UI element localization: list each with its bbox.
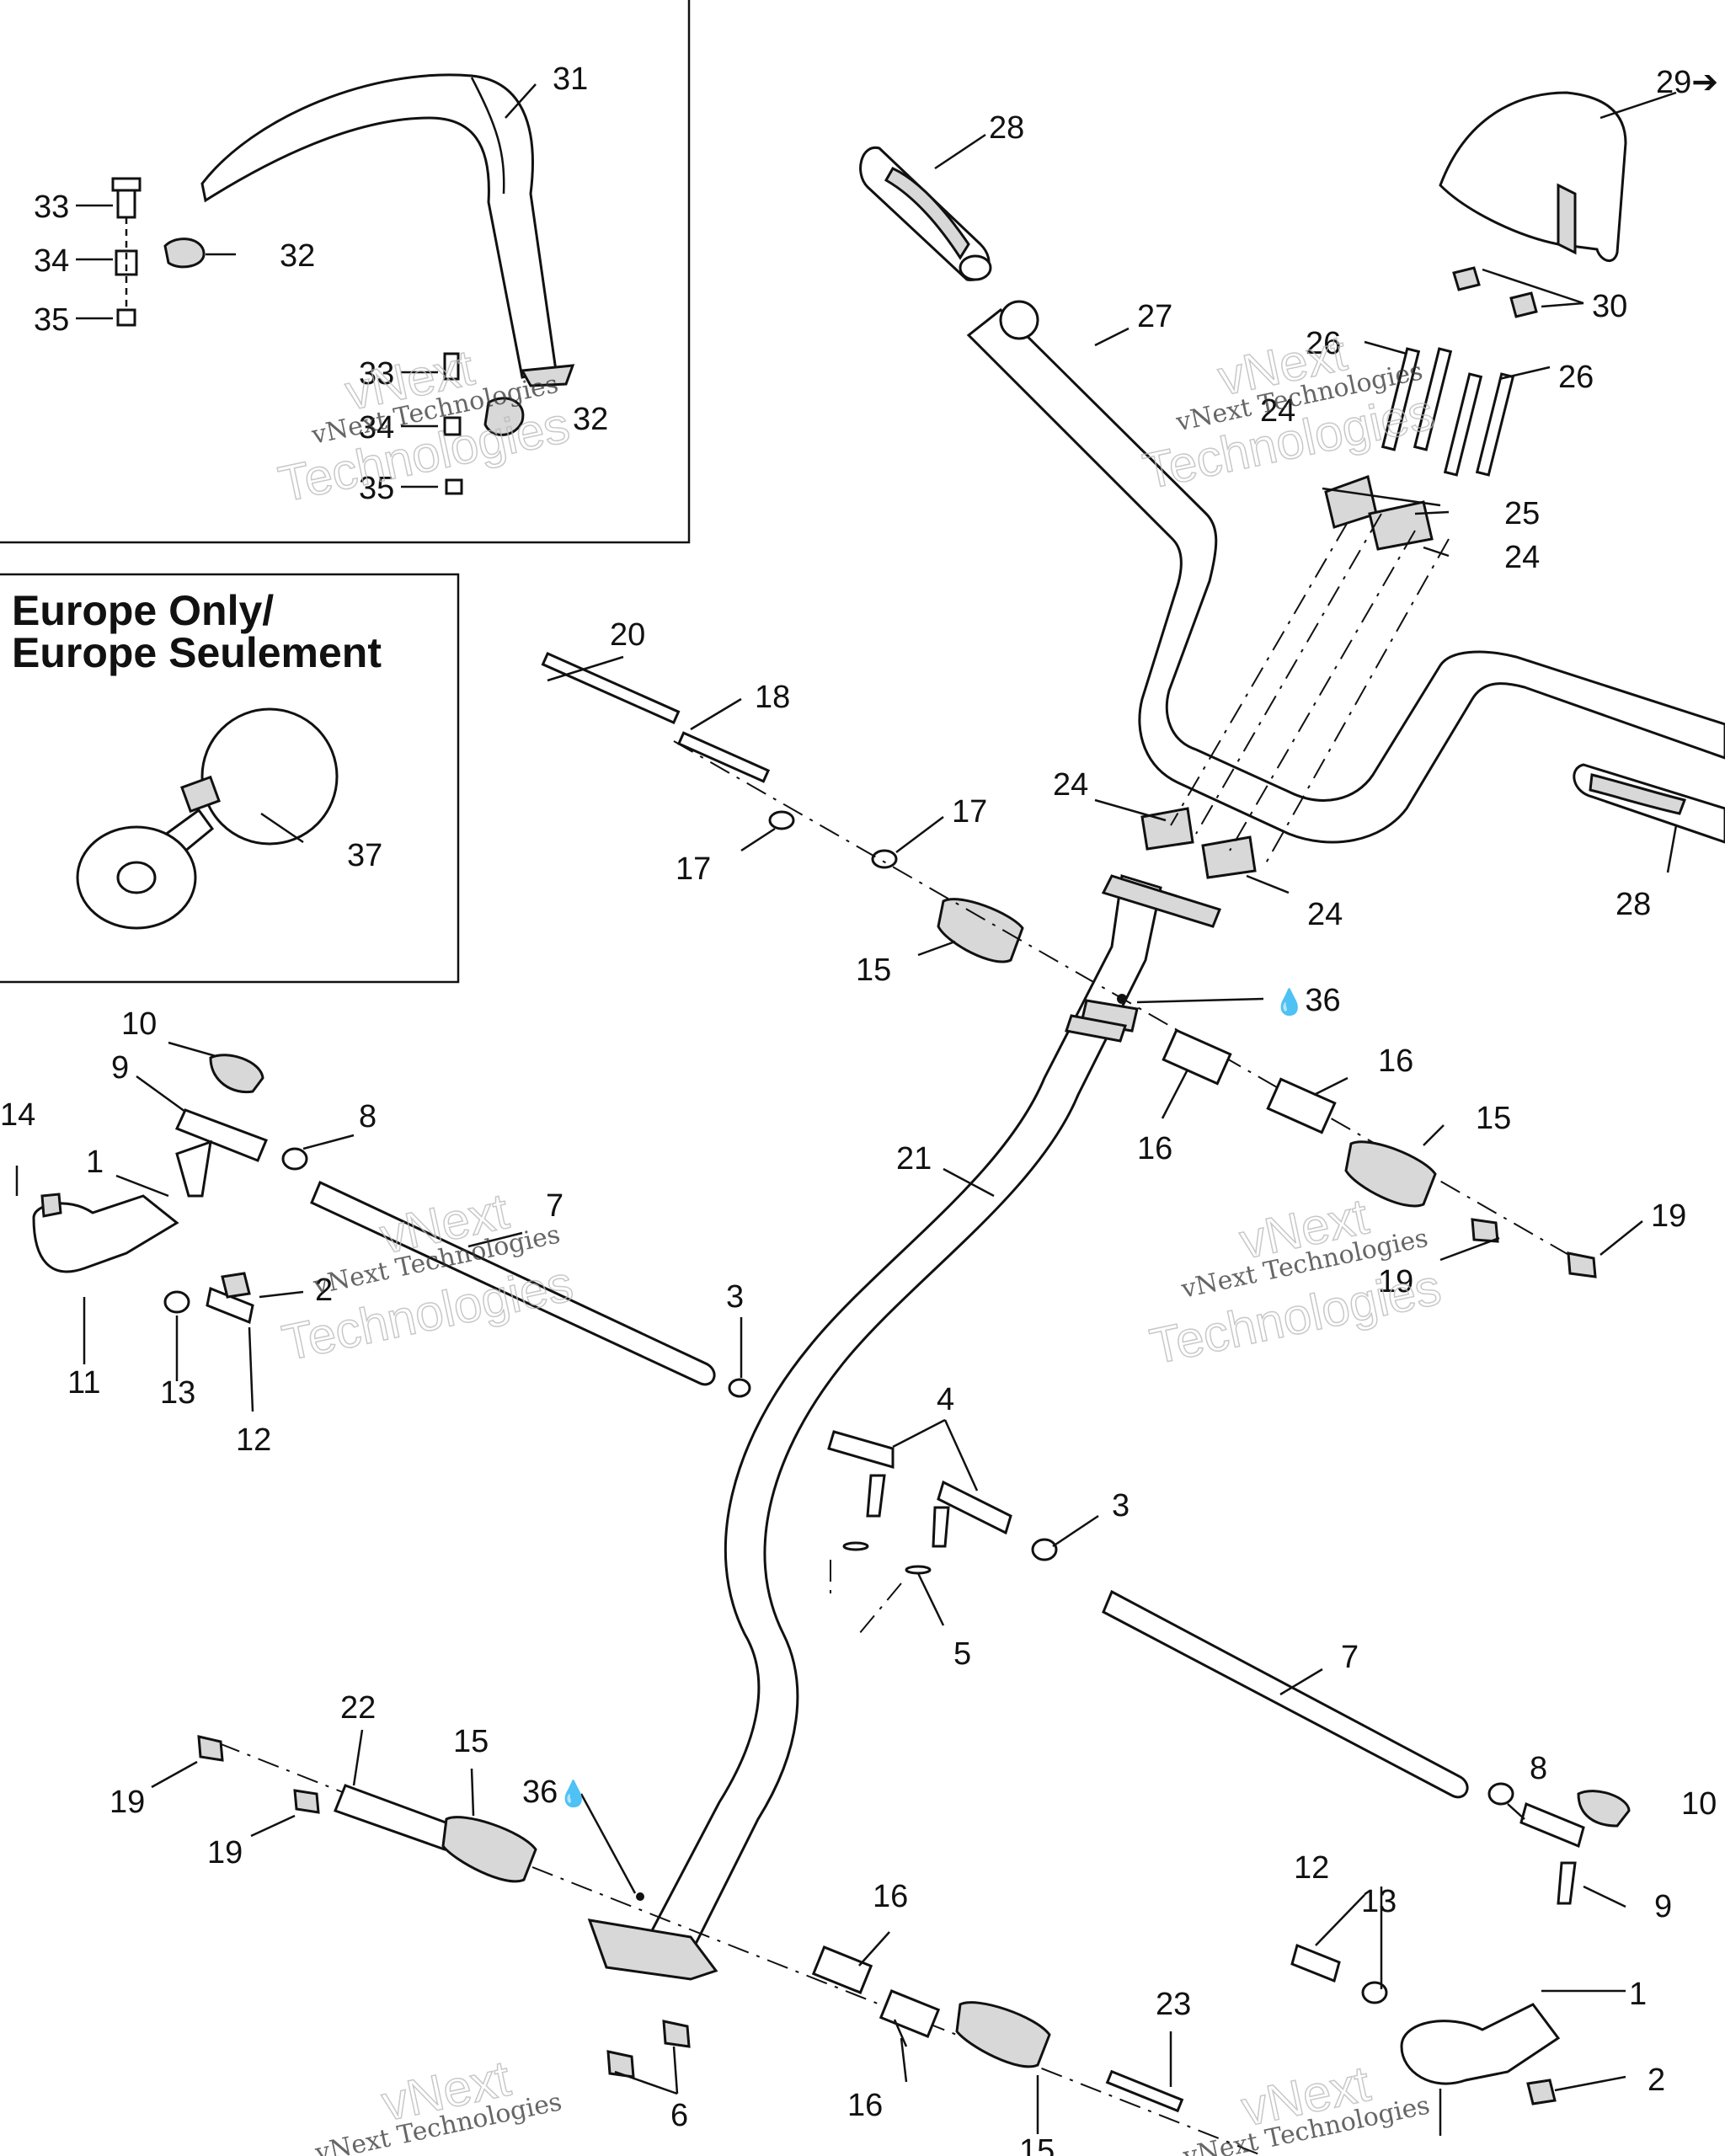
inset-box-top-left — [0, 0, 691, 544]
watermark-2: vNext vNext Technologies Technologies — [1138, 323, 1439, 500]
callout-16-c: 16 — [873, 1879, 908, 1914]
callout-19-d: 19 — [207, 1835, 243, 1870]
arrow-right-icon: ➔ — [1691, 65, 1718, 100]
watermark-6: vNext vNext Technologies — [1180, 2054, 1433, 2156]
callout-28: 28 — [989, 110, 1024, 146]
callout-10-a: 10 — [121, 1006, 157, 1042]
callout-33: 33 — [34, 189, 69, 225]
watermark-4: vNext vNext Technologies Technologies — [1145, 1187, 1446, 1375]
callout-2-a: 2 — [315, 1273, 333, 1308]
callout-20: 20 — [610, 617, 645, 653]
callout-15-a: 15 — [856, 953, 891, 988]
callout-21: 21 — [896, 1141, 932, 1177]
callout-12-b: 12 — [1294, 1850, 1329, 1886]
callout-19-a: 19 — [1651, 1198, 1686, 1234]
callout-32: 32 — [280, 238, 315, 274]
part-26-bolts — [1381, 347, 1515, 477]
callout-36-b: 36💧 — [522, 1774, 590, 1810]
callout-26-b: 26 — [1558, 360, 1594, 395]
handlebar-riser-dashed — [1170, 513, 1450, 868]
callout-2-b: 2 — [1648, 2063, 1665, 2098]
callout-19-b: 19 — [1378, 1264, 1413, 1299]
callout-8-a: 8 — [359, 1099, 377, 1134]
callout-7-a: 7 — [546, 1188, 563, 1224]
callout-5: 5 — [953, 1636, 971, 1672]
callout-24-a: 24 — [1260, 393, 1295, 429]
callout-32-b: 32 — [573, 402, 608, 437]
pitman-arms-4-5 — [827, 1430, 1012, 1635]
callout-24-c: 24 — [1053, 767, 1088, 803]
part-30-nuts — [1452, 266, 1538, 318]
callout-34: 34 — [34, 243, 69, 279]
callout-12-a: 12 — [236, 1422, 271, 1458]
callout-15-b: 15 — [1476, 1101, 1511, 1136]
part-21-steering-column — [587, 874, 1221, 1981]
watermark-5: vNext vNext Technologies — [312, 2049, 564, 2156]
callout-24-b: 24 — [1504, 540, 1540, 575]
callout-9-b: 9 — [1654, 1889, 1672, 1924]
part-24-clamps-lower — [1140, 807, 1257, 879]
callout-17-a: 17 — [952, 794, 987, 830]
callout-31: 31 — [553, 61, 588, 97]
inset-box-europe: Europe Only/ Europe Seulement — [0, 573, 460, 984]
callout-25: 25 — [1504, 496, 1540, 531]
callout-16-d: 16 — [847, 2088, 883, 2123]
callout-16-a: 16 — [1378, 1043, 1413, 1079]
callout-36-a: 💧36 — [1274, 983, 1341, 1018]
callout-35-b: 35 — [359, 471, 394, 506]
callout-30: 30 — [1592, 289, 1627, 324]
callout-34-b: 34 — [359, 410, 394, 446]
box-title-line-2: Europe Seulement — [12, 629, 382, 676]
callout-17-b: 17 — [676, 851, 711, 887]
callout-11: 11 — [67, 1365, 100, 1401]
callout-27: 27 — [1137, 299, 1172, 334]
callout-1-a: 1 — [86, 1145, 104, 1180]
callout-labels: 31 33 34 35 32 33 34 35 32 28 29➔ 30 27 … — [0, 61, 1718, 2156]
part-29-cover — [1439, 91, 1627, 262]
callout-23: 23 — [1156, 1987, 1191, 2022]
callout-18: 18 — [755, 680, 790, 715]
callout-6: 6 — [670, 2098, 688, 2133]
tie-rod-left — [32, 1054, 751, 1398]
callout-4: 4 — [937, 1382, 954, 1417]
callout-35: 35 — [34, 302, 69, 338]
part-28-grip-left — [859, 146, 992, 281]
callout-26-a: 26 — [1306, 326, 1341, 361]
part-28-grip-right — [1573, 763, 1725, 844]
part-27-handlebar — [966, 300, 1725, 844]
callout-10-b: 10 — [1681, 1786, 1717, 1822]
leader-lines — [15, 83, 1678, 2136]
watermark-3: vNext vNext Technologies Technologies — [277, 1182, 579, 1372]
bolt-stack-33-34-35-b — [443, 352, 525, 495]
callout-13-a: 13 — [160, 1375, 195, 1411]
box-title-line-1: Europe Only/ — [12, 587, 274, 634]
oil-drop-icon: 💧 — [558, 1779, 589, 1808]
tie-rod-right — [1031, 1538, 1631, 2105]
callout-14: 14 — [0, 1097, 35, 1133]
part-24-25-clamps-top — [1322, 475, 1441, 551]
callout-1-b: 1 — [1629, 1977, 1647, 2012]
callout-33-b: 33 — [359, 356, 394, 392]
callout-16-b: 16 — [1137, 1131, 1172, 1166]
oil-drop-icon: 💧 — [1274, 987, 1305, 1017]
lower-tie-rod-assembly — [197, 1735, 1264, 2156]
callout-3-b: 3 — [1112, 1488, 1130, 1524]
part-37-horn — [76, 707, 339, 930]
callout-37: 37 — [347, 838, 382, 873]
callout-22: 22 — [340, 1690, 376, 1726]
callout-28-b: 28 — [1616, 887, 1651, 922]
callout-13-b: 13 — [1361, 1884, 1397, 1919]
callout-19-c: 19 — [109, 1785, 145, 1820]
callout-8-b: 8 — [1530, 1751, 1547, 1786]
callout-9-a: 9 — [111, 1050, 129, 1086]
callout-15-d: 15 — [1019, 2133, 1055, 2156]
callout-24-d: 24 — [1307, 897, 1343, 932]
bolt-stack-33-34-35 — [111, 177, 206, 327]
callout-3-a: 3 — [726, 1279, 744, 1315]
part-31-hand-guard — [200, 73, 575, 387]
callout-7-b: 7 — [1341, 1640, 1359, 1675]
callout-15-c: 15 — [453, 1724, 489, 1759]
callout-29: 29➔ — [1656, 65, 1718, 100]
